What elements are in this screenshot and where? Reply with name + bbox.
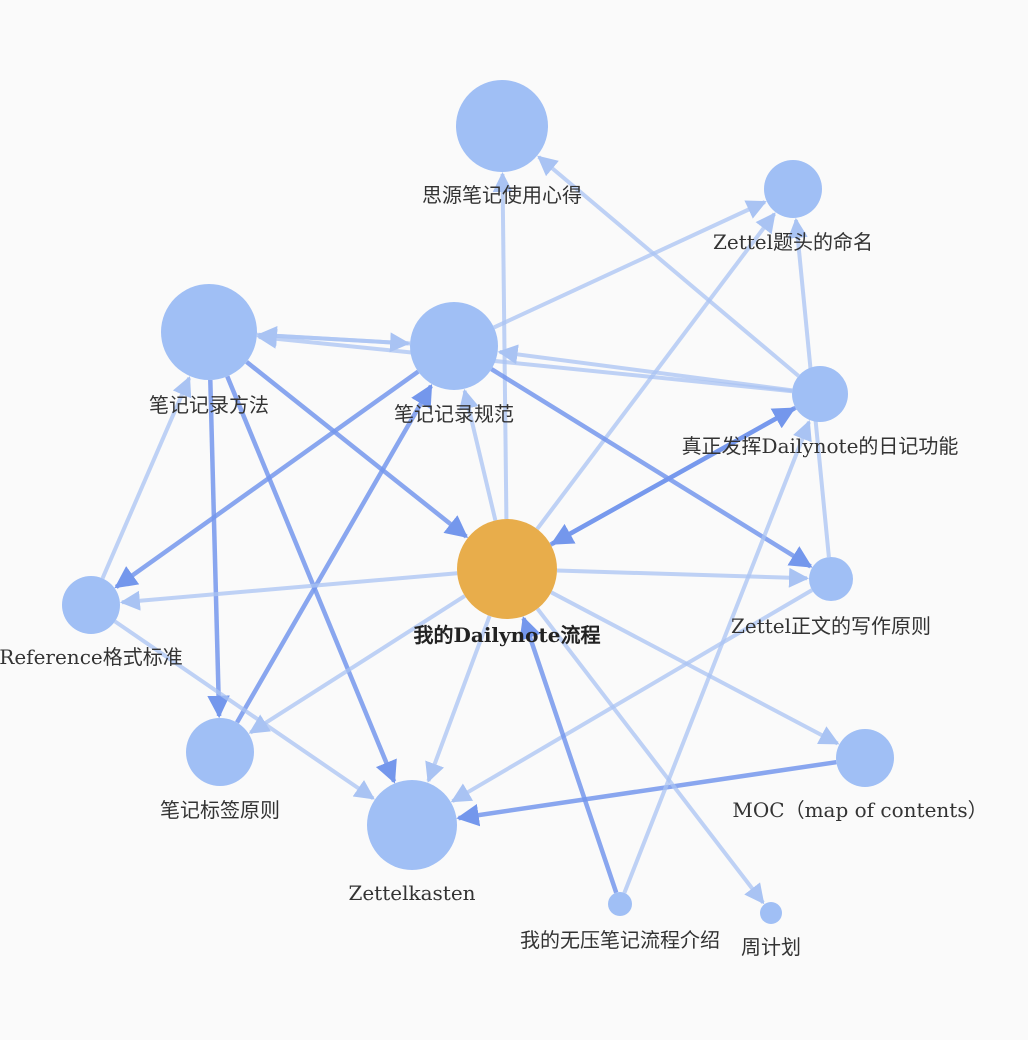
node-label-dailynote-func[interactable]: 真正发挥Dailynote的日记功能: [682, 434, 959, 458]
edge-dailynote-flow-to-record-spec: [459, 388, 498, 521]
edges-layer: [100, 155, 840, 905]
edge-record-method-to-tag-principle: [207, 379, 230, 719]
edge-reference-to-zettelkasten: [113, 619, 375, 801]
node-dailynote-func[interactable]: [792, 366, 848, 422]
node-record-spec[interactable]: [410, 302, 498, 390]
node-reference[interactable]: [62, 576, 120, 634]
node-record-method[interactable]: [161, 284, 257, 380]
node-label-record-spec[interactable]: 笔记记录规范: [394, 402, 514, 426]
node-label-dailynote-flow[interactable]: 我的Dailynote流程: [414, 623, 601, 647]
edge-record-method-to-zettelkasten: [225, 375, 397, 784]
edge-tag-principle-to-record-spec: [235, 383, 433, 724]
node-zettel-title[interactable]: [764, 160, 822, 218]
edge-dailynote-flow-to-moc: [550, 590, 840, 746]
edge-no-pressure-to-dailynote-flow: [519, 616, 619, 894]
edge-no-pressure-to-dailynote-func: [622, 420, 812, 894]
edge-dailynote-flow-to-weekly-plan: [535, 607, 765, 905]
edge-dailynote-func-to-record-spec: [497, 344, 793, 393]
node-zettelkasten[interactable]: [367, 780, 457, 870]
node-label-record-method[interactable]: 笔记记录方法: [149, 393, 269, 417]
node-label-zettel-body[interactable]: Zettel正文的写作原则: [731, 614, 931, 638]
edge-dailynote-flow-to-siyuan: [492, 172, 513, 520]
edge-dailynote-func-to-dailynote-flow: [550, 405, 797, 546]
node-label-no-pressure[interactable]: 我的无压笔记流程介绍: [520, 928, 720, 952]
edge-moc-to-zettelkasten: [456, 759, 837, 827]
node-label-tag-principle[interactable]: 笔记标签原则: [160, 798, 280, 822]
node-label-reference[interactable]: Reference格式标准: [0, 645, 183, 669]
edge-record-spec-to-reference: [114, 369, 420, 589]
edge-record-method-to-dailynote-flow: [245, 360, 469, 539]
node-dailynote-flow[interactable]: [457, 519, 557, 619]
node-label-moc[interactable]: MOC（map of contents）: [732, 798, 987, 822]
node-no-pressure[interactable]: [608, 892, 632, 916]
node-label-weekly-plan[interactable]: 周计划: [741, 935, 801, 959]
edge-dailynote-flow-to-zettel-body: [556, 567, 809, 588]
node-label-zettelkasten[interactable]: Zettelkasten: [348, 881, 475, 905]
node-label-zettel-title[interactable]: Zettel题头的命名: [713, 230, 873, 254]
edge-dailynote-flow-to-tag-principle: [248, 594, 466, 735]
node-zettel-body[interactable]: [809, 557, 853, 601]
node-weekly-plan[interactable]: [760, 902, 782, 924]
node-label-siyuan[interactable]: 思源笔记使用心得: [422, 183, 582, 207]
node-moc[interactable]: [836, 729, 894, 787]
edge-reference-to-record-method: [100, 376, 192, 580]
edge-dailynote-func-to-record-method: [256, 328, 793, 394]
edge-zettel-body-to-zettelkasten: [450, 588, 814, 803]
node-siyuan[interactable]: [456, 80, 548, 172]
edge-dailynote-flow-to-reference: [119, 571, 458, 611]
edge-dailynote-func-to-siyuan: [537, 155, 800, 378]
node-tag-principle[interactable]: [186, 718, 254, 786]
edge-record-spec-to-zettel-body: [490, 367, 813, 569]
edge-dailynote-flow-to-zettelkasten: [425, 615, 492, 783]
edge-record-spec-to-record-method: [256, 325, 411, 346]
nodes-layer: [62, 80, 894, 924]
edge-record-spec-to-zettel-title: [493, 200, 767, 330]
